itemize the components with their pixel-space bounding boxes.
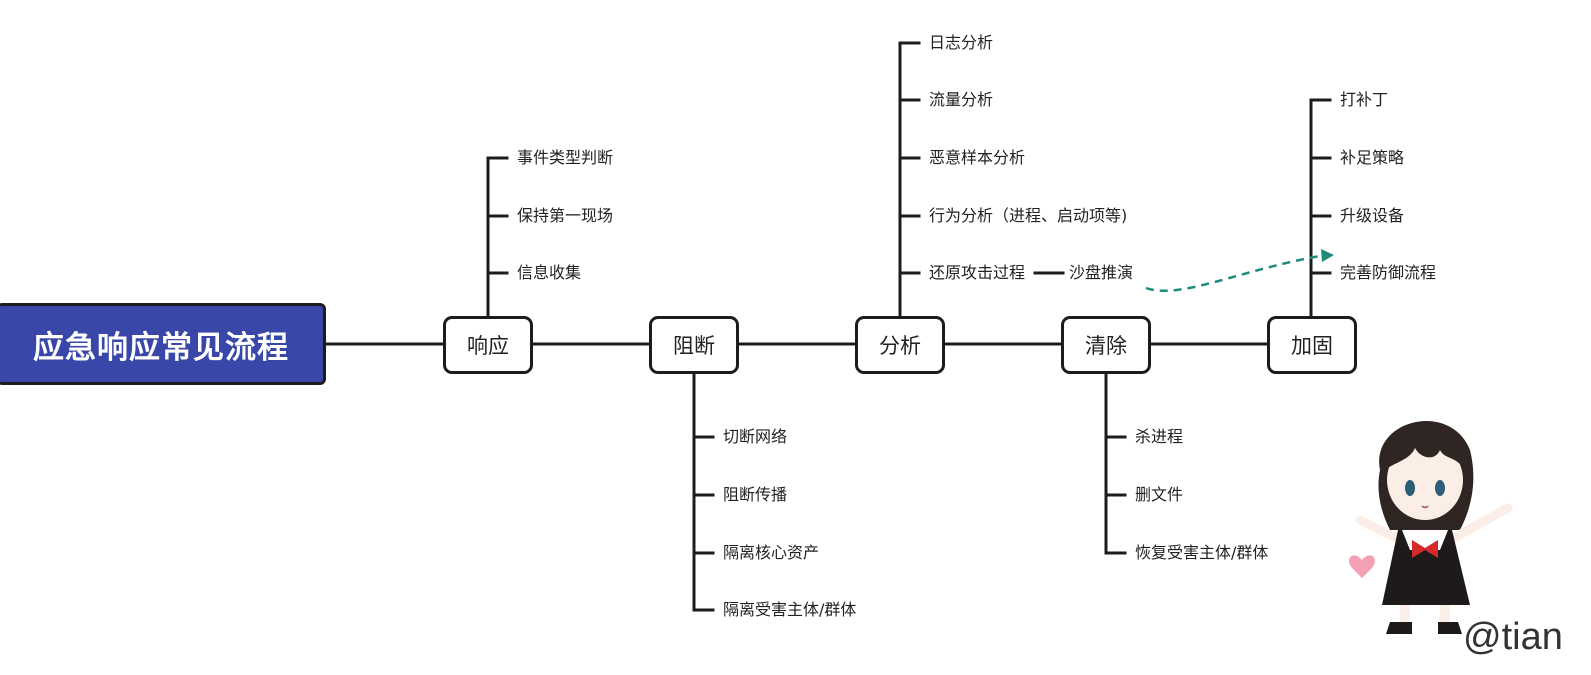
leaf-item[interactable]: 流量分析	[929, 90, 994, 109]
dashed-arrow	[1145, 254, 1321, 292]
stage-label: 响应	[467, 334, 509, 358]
leaf-item[interactable]: 信息收集	[517, 263, 582, 282]
leaf-item[interactable]: 行为分析（进程、启动项等)	[929, 206, 1128, 225]
root-node[interactable]: 应急响应常见流程	[0, 303, 326, 385]
stage-node-zuduan[interactable]: 阻断	[649, 316, 739, 374]
mascot-illustration-icon	[1349, 421, 1513, 634]
root-label: 应急响应常见流程	[33, 329, 289, 366]
leaf-item[interactable]: 日志分析	[929, 33, 994, 52]
leaf-item[interactable]: 杀进程	[1135, 427, 1184, 446]
stage-node-jiagu[interactable]: 加固	[1267, 316, 1357, 374]
leaf-item[interactable]: 恢复受害主体/群体	[1135, 543, 1269, 562]
leaf-item[interactable]: 阻断传播	[723, 485, 788, 504]
stage-label: 阻断	[673, 334, 715, 358]
leaf-item[interactable]: 完善防御流程	[1340, 263, 1437, 282]
leaf-item[interactable]: 切断网络	[723, 427, 788, 446]
leaf-item[interactable]: 还原攻击过程	[929, 263, 1026, 282]
arrow-head-icon	[1321, 249, 1334, 262]
leaf-item[interactable]: 升级设备	[1340, 206, 1405, 225]
stage-node-fenxi[interactable]: 分析	[855, 316, 945, 374]
leaf-item[interactable]: 隔离核心资产	[723, 543, 820, 562]
stage-node-xiangying[interactable]: 响应	[443, 316, 533, 374]
leaf-item[interactable]: 事件类型判断	[517, 148, 614, 167]
leaf-item[interactable]: 隔离受害主体/群体	[723, 600, 857, 619]
stage-label: 加固	[1291, 334, 1333, 358]
leaf-item[interactable]: 保持第一现场	[517, 206, 614, 225]
leaf-item[interactable]: 打补丁	[1340, 90, 1389, 109]
stage-label: 清除	[1085, 334, 1127, 358]
stage-node-qingchu[interactable]: 清除	[1061, 316, 1151, 374]
leaf-item[interactable]: 补足策略	[1340, 148, 1405, 167]
leaf-item[interactable]: 删文件	[1135, 485, 1184, 504]
stage-label: 分析	[879, 334, 921, 358]
watermark-text: @tian	[1463, 616, 1563, 658]
leaf-item[interactable]: 恶意样本分析	[929, 148, 1026, 167]
leaf-item-sandbox[interactable]: 沙盘推演	[1069, 263, 1134, 282]
